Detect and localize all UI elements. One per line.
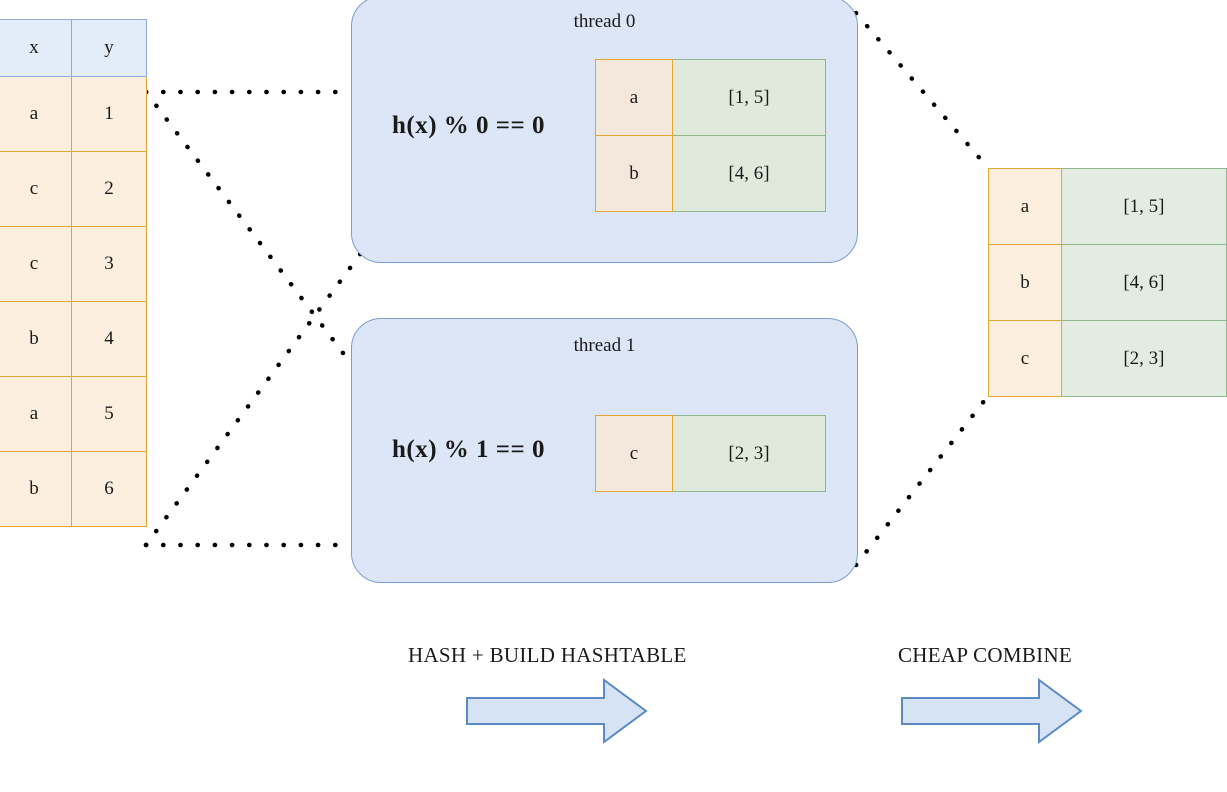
combined-key: a <box>988 168 1062 245</box>
input-cell-x: a <box>0 376 72 452</box>
caption-hash-build-hashtable: HASH + BUILD HASHTABLE <box>408 643 687 667</box>
thread-1-hashtable: c [2, 3] <box>595 415 826 492</box>
combined-value: [4, 6] <box>1060 244 1227 321</box>
hashtable-row: b [4, 6] <box>595 135 826 212</box>
connector-thread0-to-combined <box>853 10 991 171</box>
combined-key: b <box>988 244 1062 321</box>
hashtable-key: b <box>595 135 673 212</box>
input-table: x y a 1 c 2 c 3 b 4 a 5 <box>0 19 147 527</box>
hashtable-value: [4, 6] <box>672 135 826 212</box>
input-cell-x: a <box>0 76 72 152</box>
input-cell-y: 5 <box>71 376 147 452</box>
thread-1-title: thread 1 <box>573 335 636 356</box>
table-row: c 2 <box>0 151 147 227</box>
table-row: a 1 <box>0 76 147 152</box>
thread-1-panel: thread 1 h(x) % 1 == 0 c [2, 3] <box>351 318 858 583</box>
thread-1-hash-expression: h(x) % 1 == 0 <box>392 436 546 463</box>
input-cell-x: b <box>0 301 72 377</box>
thread-0-panel: thread 0 h(x) % 0 == 0 a [1, 5] b [4, 6] <box>351 0 858 263</box>
hashtable-row: a [1, 5] <box>595 59 826 136</box>
input-cell-x: c <box>0 226 72 302</box>
combined-value: [2, 3] <box>1060 320 1227 397</box>
connector-table-to-thread0-diagonal <box>143 250 364 548</box>
input-cell-y: 2 <box>71 151 147 227</box>
input-cell-y: 3 <box>71 226 147 302</box>
table-row: a 5 <box>0 376 147 452</box>
input-cell-y: 6 <box>71 451 147 527</box>
thread-0-hashtable: a [1, 5] b [4, 6] <box>595 59 826 212</box>
hashtable-row: c [2, 3] <box>595 415 826 492</box>
right-arrow-icon <box>466 678 648 744</box>
connector-thread1-to-combined <box>853 393 991 568</box>
hashtable-key: c <box>595 415 673 492</box>
thread-0-hash-expression: h(x) % 0 == 0 <box>392 112 546 139</box>
combined-row: a [1, 5] <box>988 168 1227 245</box>
combined-row: b [4, 6] <box>988 244 1227 321</box>
input-cell-x: b <box>0 451 72 527</box>
caption-cheap-combine: CHEAP COMBINE <box>898 643 1073 667</box>
input-cell-y: 4 <box>71 301 147 377</box>
table-row: b 4 <box>0 301 147 377</box>
input-cell-y: 1 <box>71 76 147 152</box>
combined-row: c [2, 3] <box>988 320 1227 397</box>
hashtable-value: [1, 5] <box>672 59 826 136</box>
hashtable-value: [2, 3] <box>672 415 826 492</box>
table-row: b 6 <box>0 451 147 527</box>
combined-hashtable: a [1, 5] b [4, 6] c [2, 3] <box>988 168 1227 397</box>
input-table-header-row: x y <box>0 19 147 77</box>
right-arrow-icon <box>901 678 1083 744</box>
input-table-header-y: y <box>71 19 147 77</box>
hashtable-key: a <box>595 59 673 136</box>
input-cell-x: c <box>0 151 72 227</box>
combined-value: [1, 5] <box>1060 168 1227 245</box>
thread-0-title: thread 0 <box>573 11 636 32</box>
connector-table-to-thread1-diagonal <box>143 89 349 360</box>
table-row: c 3 <box>0 226 147 302</box>
combined-key: c <box>988 320 1062 397</box>
input-table-header-x: x <box>0 19 72 77</box>
